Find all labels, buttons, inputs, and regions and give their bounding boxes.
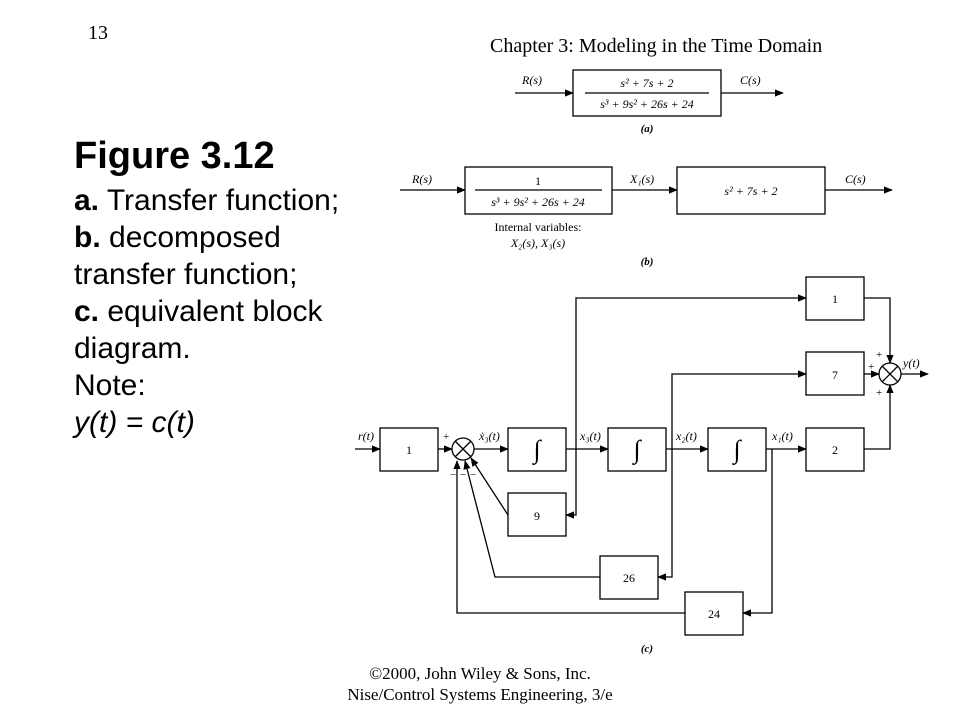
b-tag: (b) bbox=[641, 256, 654, 268]
c-sum-minus-sign-2: − bbox=[460, 469, 466, 481]
c-out-plus-sign-mid: + bbox=[868, 361, 874, 373]
b-internal-title: Internal variables: bbox=[495, 220, 582, 234]
diagram-b: R(s) X₁(s) C(s) 1 s³ + 9s² + 26s + 24 s²… bbox=[400, 166, 893, 268]
c-sum-minus-sign-3: − bbox=[470, 469, 476, 481]
c-gain-1-label: 1 bbox=[832, 292, 838, 306]
c-integrator-3 bbox=[707, 427, 767, 472]
c-feedback-26-label: 26 bbox=[623, 571, 635, 585]
c-feedback-24-block bbox=[684, 591, 744, 636]
c-integrator-3-symbol: ∫ bbox=[731, 435, 742, 465]
c-feedback-24-to-sum bbox=[453, 460, 685, 614]
c-x3dot-label: ẋ₃(t) bbox=[478, 429, 500, 443]
c-input-gain-label: 1 bbox=[406, 443, 412, 457]
b-internal-vars: X₂(s), X₃(s) bbox=[510, 236, 565, 250]
c-feedback-26-to-sum bbox=[463, 460, 600, 578]
a-denominator: s³ + 9s² + 26s + 24 bbox=[600, 97, 694, 111]
c-gain-2-to-sum bbox=[864, 384, 894, 450]
page-number: 13 bbox=[88, 22, 108, 44]
c-out-plus-sign-top: + bbox=[876, 349, 882, 361]
c-x1-to-feedback-24 bbox=[742, 449, 773, 617]
b-middle-label: X₁(s) bbox=[629, 172, 654, 186]
caption-note-equation: y(t) = c(t) bbox=[74, 406, 195, 439]
caption-b-text: decomposed transfer function; bbox=[74, 221, 298, 291]
c-branch-to-gain-7 bbox=[671, 370, 807, 449]
a-input-label: R(s) bbox=[521, 73, 542, 87]
c-integrator-1-symbol: ∫ bbox=[531, 435, 542, 465]
caption-c-label: c. bbox=[74, 295, 100, 328]
c-sum-minus-sign-1: − bbox=[450, 469, 456, 481]
b-input-label: R(s) bbox=[411, 172, 432, 186]
figure-title: Figure 3.12 bbox=[74, 135, 275, 177]
c-gain-7-label: 7 bbox=[832, 368, 838, 382]
a-output-label: C(s) bbox=[740, 73, 761, 87]
c-feedback-9-label: 9 bbox=[534, 509, 540, 523]
c-x1-label: x₁(t) bbox=[771, 429, 793, 443]
footer-copyright: ©2000, John Wiley & Sons, Inc. bbox=[369, 664, 591, 683]
c-tag: (c) bbox=[641, 643, 653, 655]
caption-a-label: a. bbox=[74, 184, 100, 217]
c-integrator-2-symbol: ∫ bbox=[631, 435, 642, 465]
c-input-label: r(t) bbox=[358, 429, 374, 443]
c-gain-1-block bbox=[805, 276, 865, 321]
caption-note: Note: bbox=[74, 369, 146, 402]
c-integrator-1 bbox=[507, 427, 567, 472]
c-gain-1-to-sum bbox=[864, 297, 894, 364]
c-x2-to-feedback-26 bbox=[657, 449, 673, 581]
b-block-2-label: s² + 7s + 2 bbox=[724, 184, 777, 198]
b-output-label: C(s) bbox=[845, 172, 866, 186]
figure-caption: Figure 3.12 a. Transfer function; b. dec… bbox=[74, 130, 374, 441]
c-feedback-9-to-sum bbox=[470, 457, 509, 516]
c-x3-label: x₃(t) bbox=[579, 429, 601, 443]
footer-book-title: Nise/Control Systems Engineering, 3/e bbox=[347, 685, 613, 704]
c-gain-2-label: 2 bbox=[832, 443, 838, 457]
b-block-2 bbox=[676, 166, 826, 215]
c-feedback-26-block bbox=[599, 555, 659, 600]
c-integrator-2 bbox=[607, 427, 667, 472]
diagram-a: R(s) C(s) s² + 7s + 2 s³ + 9s² + 26s + 2… bbox=[515, 69, 784, 135]
c-sum-plus-sign: + bbox=[443, 431, 449, 443]
a-numerator: s² + 7s + 2 bbox=[620, 76, 673, 90]
b-block-1-numerator: 1 bbox=[535, 174, 541, 188]
c-gain-2-block bbox=[805, 427, 865, 472]
caption-c-text: equivalent block diagram. bbox=[74, 295, 323, 365]
chapter-title: Chapter 3: Modeling in the Time Domain bbox=[490, 35, 823, 57]
c-branch-to-gain-1 bbox=[575, 294, 807, 449]
caption-a-text: Transfer function; bbox=[99, 184, 340, 217]
c-x2-label: x₂(t) bbox=[675, 429, 697, 443]
b-block-1-denominator: s³ + 9s² + 26s + 24 bbox=[491, 195, 585, 209]
diagram-c: r(t) 1 ẋ₃(t) ∫ ∫ ∫ x₃(t) x₂(t) x₁(t) 1 7… bbox=[355, 276, 929, 655]
a-tag: (a) bbox=[641, 123, 654, 135]
c-x3-to-feedback-9 bbox=[565, 449, 577, 519]
c-feedback-24-label: 24 bbox=[708, 607, 720, 621]
c-out-plus-sign-bottom: + bbox=[876, 387, 882, 399]
caption-b-label: b. bbox=[74, 221, 101, 254]
c-output-label: y(t) bbox=[902, 356, 920, 370]
c-input-gain-block bbox=[379, 427, 439, 472]
